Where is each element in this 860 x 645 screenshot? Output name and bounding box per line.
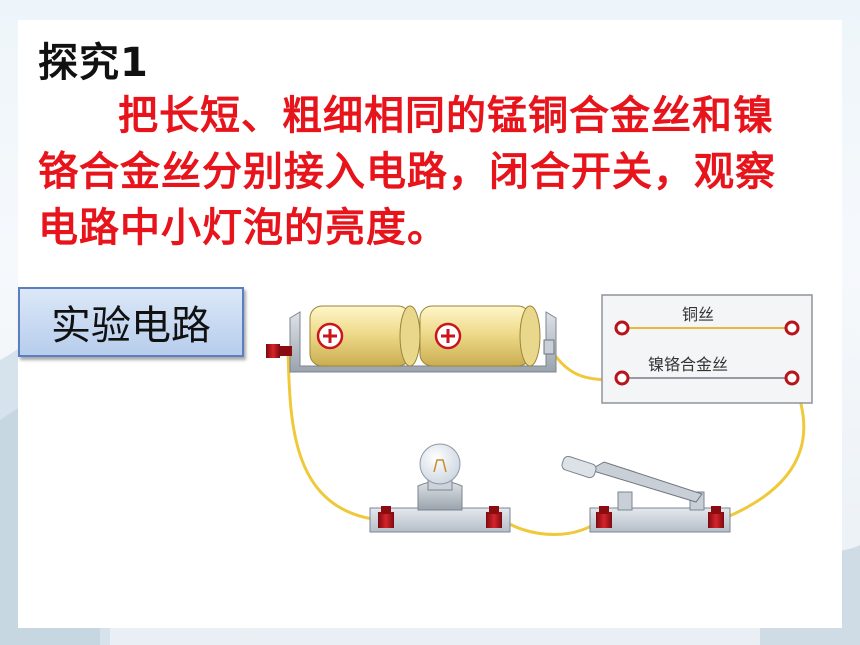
bulb-icon	[417, 443, 463, 511]
circuit-label: 实验电路	[51, 303, 211, 349]
circuit-diagram: 铜丝 镍铬合金丝	[266, 294, 813, 536]
terminal-icon	[784, 320, 800, 336]
nichrome-wire-label: 镍铬合金丝	[648, 355, 728, 374]
wire-lamp-to-switch	[499, 516, 604, 536]
switch-lever-icon	[561, 455, 705, 511]
page-title: 探究1	[38, 40, 149, 86]
switch-base	[589, 506, 731, 533]
experiment-description: 把长短、粗细相同的锰铜合金丝和镍铬合金丝分别接入电路，闭合开关，观察电路中小灯泡…	[38, 93, 776, 251]
copper-wire-label: 铜丝	[682, 305, 714, 324]
terminal-icon	[614, 370, 630, 386]
battery-cell-1	[309, 305, 421, 367]
battery-cell-2	[419, 305, 541, 367]
wire-board: 铜丝 镍铬合金丝	[601, 294, 813, 404]
terminal-icon	[784, 370, 800, 386]
battery-terminal-post	[266, 344, 292, 358]
lamp-base	[369, 506, 511, 533]
wire-left	[286, 349, 381, 522]
terminal-icon	[614, 320, 630, 336]
circuit-label-box: 实验电路	[18, 287, 244, 357]
